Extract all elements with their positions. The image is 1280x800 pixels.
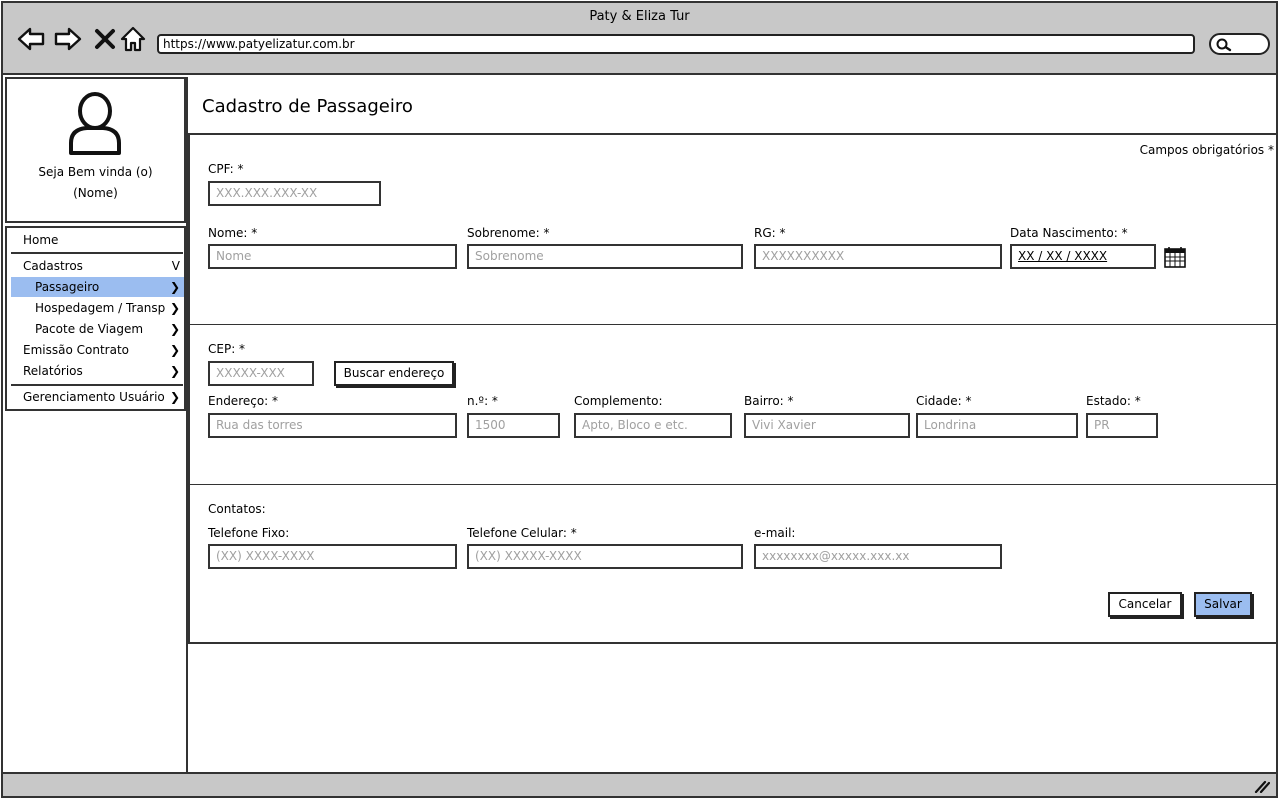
sidebar-item-hospedagem[interactable]: Hospedagem / Transp ❯ — [7, 298, 184, 318]
contatos-heading: Contatos: — [208, 502, 266, 516]
save-button[interactable]: Salvar — [1194, 592, 1252, 617]
email-label: e-mail: — [754, 526, 796, 540]
bairro-label: Bairro: * — [744, 394, 794, 408]
chevron-down-icon: V — [171, 259, 180, 273]
user-avatar-icon — [69, 92, 121, 155]
cep-input[interactable]: XXXXX-XXX — [208, 361, 314, 386]
sidebar-item-cadastros[interactable]: Cadastros V — [7, 256, 184, 276]
browser-toolbar: Paty & Eliza Tur https://www.patyelizatu… — [3, 3, 1276, 75]
nascimento-input[interactable]: XX / XX / XXXX — [1010, 244, 1156, 269]
cpf-input[interactable]: XXX.XXX.XXX-XX — [208, 181, 381, 206]
email-input[interactable]: xxxxxxxx@xxxxx.xxx.xx — [754, 544, 1002, 569]
page-title: Cadastro de Passageiro — [202, 96, 413, 117]
celular-input[interactable]: (XX) XXXXX-XXXX — [467, 544, 743, 569]
sidebar-menu: Home Cadastros V Passageiro ❯ Hospedagem… — [5, 226, 186, 411]
welcome-text: Seja Bem vinda (o) — [38, 165, 153, 179]
chevron-right-icon: ❯ — [169, 343, 180, 357]
sidebar-item-label: Hospedagem / Transp — [35, 301, 166, 315]
nome-input[interactable]: Nome — [208, 244, 457, 269]
rg-input[interactable]: XXXXXXXXXX — [754, 244, 1002, 269]
sidebar-item-label: Gerenciamento Usuário — [23, 390, 165, 404]
sidebar-item-passageiro[interactable]: Passageiro ❯ — [11, 277, 184, 297]
window-title: Paty & Eliza Tur — [589, 9, 690, 24]
sidebar-item-label: Passageiro — [35, 280, 100, 294]
nome-label: Nome: * — [208, 226, 258, 240]
numero-label: n.º: * — [467, 394, 498, 408]
cidade-input[interactable]: Londrina — [916, 413, 1078, 438]
numero-input[interactable]: 1500 — [467, 413, 560, 438]
sidebar-item-label: Home — [23, 233, 59, 247]
status-bar — [3, 772, 1276, 796]
search-icon — [1216, 38, 1232, 52]
sobrenome-label: Sobrenome: * — [467, 226, 550, 240]
sidebar-item-pacote[interactable]: Pacote de Viagem ❯ — [7, 319, 184, 339]
back-arrow-icon[interactable] — [17, 25, 45, 53]
complemento-input[interactable]: Apto, Bloco e etc. — [574, 413, 732, 438]
telefone-fixo-input[interactable]: (XX) XXXX-XXXX — [208, 544, 457, 569]
user-name: (Nome) — [73, 186, 118, 200]
chevron-right-icon: ❯ — [169, 364, 180, 378]
sidebar-item-label: Pacote de Viagem — [35, 322, 144, 336]
cpf-label: CPF: * — [208, 162, 244, 176]
nascimento-label: Data Nascimento: * — [1010, 226, 1128, 240]
estado-label: Estado: * — [1086, 394, 1141, 408]
section-divider — [190, 484, 1276, 485]
telefone-fixo-label: Telefone Fixo: — [208, 526, 290, 540]
url-bar[interactable]: https://www.patyelizatur.com.br — [157, 34, 1195, 54]
cep-label: CEP: * — [208, 342, 246, 356]
required-fields-note: Campos obrigatórios * — [1139, 143, 1274, 157]
sobrenome-input[interactable]: Sobrenome — [467, 244, 743, 269]
endereco-label: Endereço: * — [208, 394, 279, 408]
close-icon[interactable] — [91, 25, 119, 53]
complemento-label: Complemento: — [574, 394, 663, 408]
sidebar-item-emissao[interactable]: Emissão Contrato ❯ — [7, 340, 184, 360]
celular-label: Telefone Celular: * — [467, 526, 577, 540]
bairro-input[interactable]: Vivi Xavier — [744, 413, 910, 438]
forward-arrow-icon[interactable] — [54, 25, 82, 53]
menu-divider — [11, 252, 183, 254]
section-divider — [190, 324, 1276, 325]
sidebar-item-label: Emissão Contrato — [23, 343, 129, 357]
passenger-form: Campos obrigatórios * CPF: * XXX.XXX.XXX… — [188, 133, 1278, 644]
buscar-endereco-button[interactable]: Buscar endereço — [334, 361, 454, 386]
endereco-input[interactable]: Rua das torres — [208, 413, 457, 438]
sidebar-item-label: Relatórios — [23, 364, 83, 378]
resize-grip-icon[interactable] — [1254, 779, 1270, 793]
sidebar-item-gerenciamento[interactable]: Gerenciamento Usuário ❯ — [7, 387, 184, 407]
sidebar-item-relatorios[interactable]: Relatórios ❯ — [7, 361, 184, 381]
welcome-panel: Seja Bem vinda (o) (Nome) — [5, 77, 186, 223]
sidebar-item-home[interactable]: Home — [7, 230, 184, 250]
cancel-button[interactable]: Cancelar — [1108, 592, 1182, 617]
sidebar-divider — [186, 77, 188, 775]
home-icon[interactable] — [119, 25, 147, 53]
chevron-right-icon: ❯ — [169, 280, 180, 294]
sidebar-item-label: Cadastros — [23, 259, 83, 273]
chevron-right-icon: ❯ — [169, 322, 180, 336]
rg-label: RG: * — [754, 226, 786, 240]
estado-input[interactable]: PR — [1086, 413, 1158, 438]
search-box[interactable] — [1209, 33, 1270, 55]
menu-divider — [11, 384, 183, 386]
calendar-icon[interactable] — [1163, 245, 1187, 269]
cidade-label: Cidade: * — [916, 394, 972, 408]
chevron-right-icon: ❯ — [169, 390, 180, 404]
chevron-right-icon: ❯ — [169, 301, 180, 315]
